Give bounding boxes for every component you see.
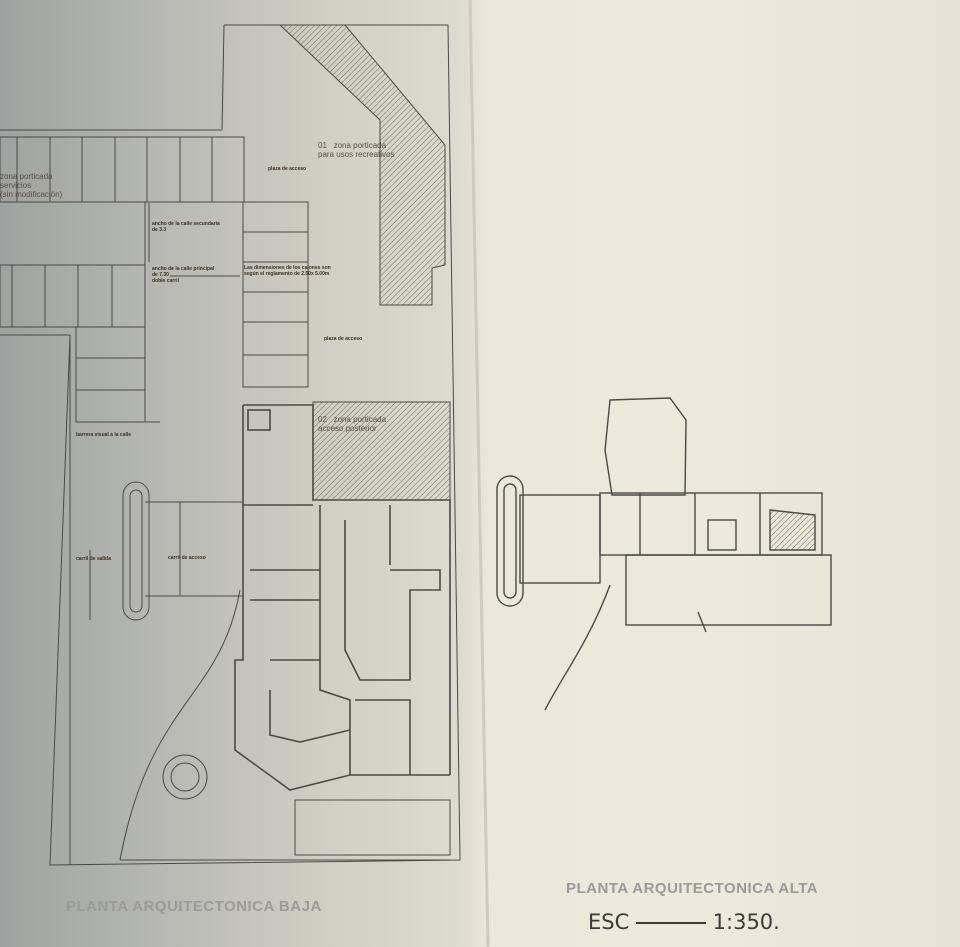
fountain xyxy=(162,754,208,800)
visual-barrier-label: barrera visual a la calle xyxy=(76,432,132,438)
zone-02-number: 02 xyxy=(318,415,327,424)
zone-02-text: zona porticada xyxy=(333,415,387,424)
main-street-text1: ancho de la calle principal xyxy=(152,266,215,272)
zone-01-text: zona porticada xyxy=(333,141,387,150)
zone-02-text2: acceso posterior xyxy=(318,424,377,433)
ground-floor-building xyxy=(234,404,451,791)
zone-02-label: 02 zona porticada acceso posterior xyxy=(318,415,386,433)
secondary-street-text2: de 3.3 xyxy=(152,227,167,233)
service-zone-text3: (sin modificación) xyxy=(0,190,63,199)
service-zone-label: zona porticada servicios (sin modificaci… xyxy=(0,172,62,199)
ramp-loop xyxy=(122,481,150,621)
site-boundary xyxy=(49,24,461,866)
parking-stalls-middle xyxy=(11,265,113,327)
scale-note: ESC 1:350. xyxy=(588,910,780,934)
parking-stalls-right xyxy=(242,201,309,388)
exit-lane-label: carril de salida xyxy=(76,556,112,562)
access-plaza-label-2: plaza de acceso xyxy=(324,336,363,342)
upper-floor-building xyxy=(496,397,832,711)
zone-01-label: 01 zona porticada para usos recreativos xyxy=(318,141,394,159)
main-street-text3: doble carril xyxy=(152,278,179,284)
access-plaza-label: plaza de acceso xyxy=(268,166,307,172)
upper-floor-title: PLANTA ARQUITECTONICA ALTA xyxy=(566,880,819,897)
main-street-label: ancho de la calle principal de 7.30 dobl… xyxy=(152,266,214,284)
parking-stalls-top xyxy=(16,137,213,202)
parking-note-text1: Las dimensiones de los cajones son xyxy=(244,265,331,271)
zone-02-hatch xyxy=(312,401,451,501)
secondary-street-label: ancho de la calle secundaria de 3.3 xyxy=(152,221,220,233)
main-street-text2: de 7.30 xyxy=(152,272,169,278)
paper-fold xyxy=(468,0,490,947)
secondary-street-text1: ancho de la calle secundaria xyxy=(152,221,220,227)
parking-note-text2: según el reglamento de 2.50x 5.00m xyxy=(244,271,330,277)
zone-01-text2: para usos recreativos xyxy=(318,150,395,159)
zone-01-number: 01 xyxy=(318,141,327,150)
service-zone-text2: servicios xyxy=(0,181,32,190)
scale-value: 1:350. xyxy=(712,910,780,934)
zone-01-hatch xyxy=(278,24,446,306)
scale-label: ESC xyxy=(588,910,630,934)
scale-dash xyxy=(635,922,706,924)
ground-floor-title: PLANTA ARQUITECTONICA BAJA xyxy=(66,898,322,915)
parking-note: Las dimensiones de los cajones son según… xyxy=(244,265,331,277)
service-zone-text1: zona porticada xyxy=(0,172,53,181)
access-lane-label: carril de acceso xyxy=(168,555,206,561)
